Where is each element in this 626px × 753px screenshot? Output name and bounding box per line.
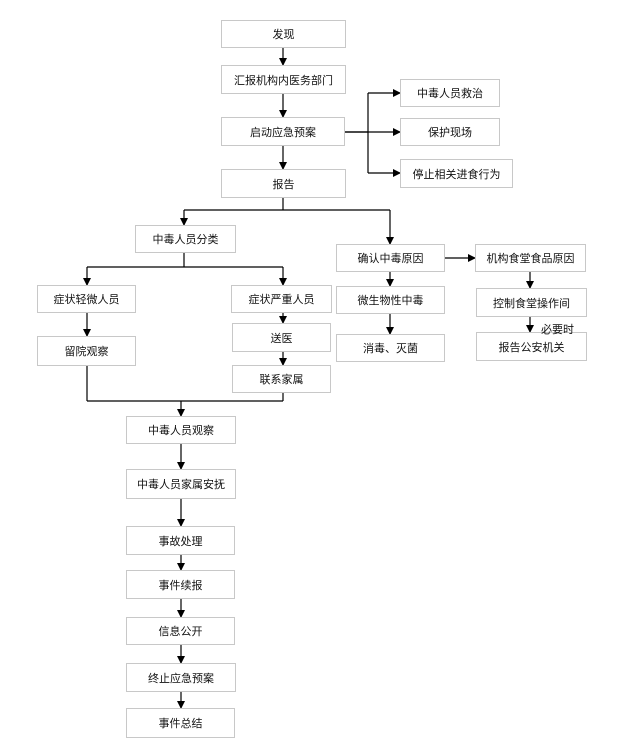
node-protect-site: 保护现场 bbox=[400, 118, 500, 146]
node-hospital-observe: 留院观察 bbox=[37, 336, 136, 366]
node-report-police: 报告公安机关 bbox=[476, 332, 587, 361]
node-rescue: 中毒人员救治 bbox=[400, 79, 500, 107]
node-mild: 症状轻微人员 bbox=[37, 285, 136, 313]
node-handle: 事故处理 bbox=[126, 526, 235, 555]
node-control-canteen: 控制食堂操作间 bbox=[476, 288, 587, 317]
node-disinfect: 消毒、灭菌 bbox=[336, 334, 445, 362]
node-discover: 发现 bbox=[221, 20, 346, 48]
node-start-plan: 启动应急预案 bbox=[221, 117, 345, 146]
node-canteen-cause: 机构食堂食品原因 bbox=[475, 244, 586, 272]
node-disclose: 信息公开 bbox=[126, 617, 235, 645]
node-observe: 中毒人员观察 bbox=[126, 416, 236, 444]
node-send-hospital: 送医 bbox=[232, 323, 331, 352]
node-confirm-cause: 确认中毒原因 bbox=[336, 244, 445, 272]
node-severe: 症状严重人员 bbox=[231, 285, 332, 313]
node-stop-eating: 停止相关进食行为 bbox=[400, 159, 513, 188]
node-classify: 中毒人员分类 bbox=[135, 225, 236, 253]
node-microbe: 微生物性中毒 bbox=[336, 286, 445, 314]
node-end-plan: 终止应急预案 bbox=[126, 663, 236, 692]
node-contact-family: 联系家属 bbox=[232, 365, 331, 393]
node-follow-report: 事件续报 bbox=[126, 570, 235, 599]
node-report-medical: 汇报机构内医务部门 bbox=[221, 65, 346, 94]
node-report: 报告 bbox=[221, 169, 346, 198]
node-summary: 事件总结 bbox=[126, 708, 235, 738]
annotation-when-necessary: 必要时 bbox=[541, 323, 574, 336]
node-comfort-family: 中毒人员家属安抚 bbox=[126, 469, 236, 499]
